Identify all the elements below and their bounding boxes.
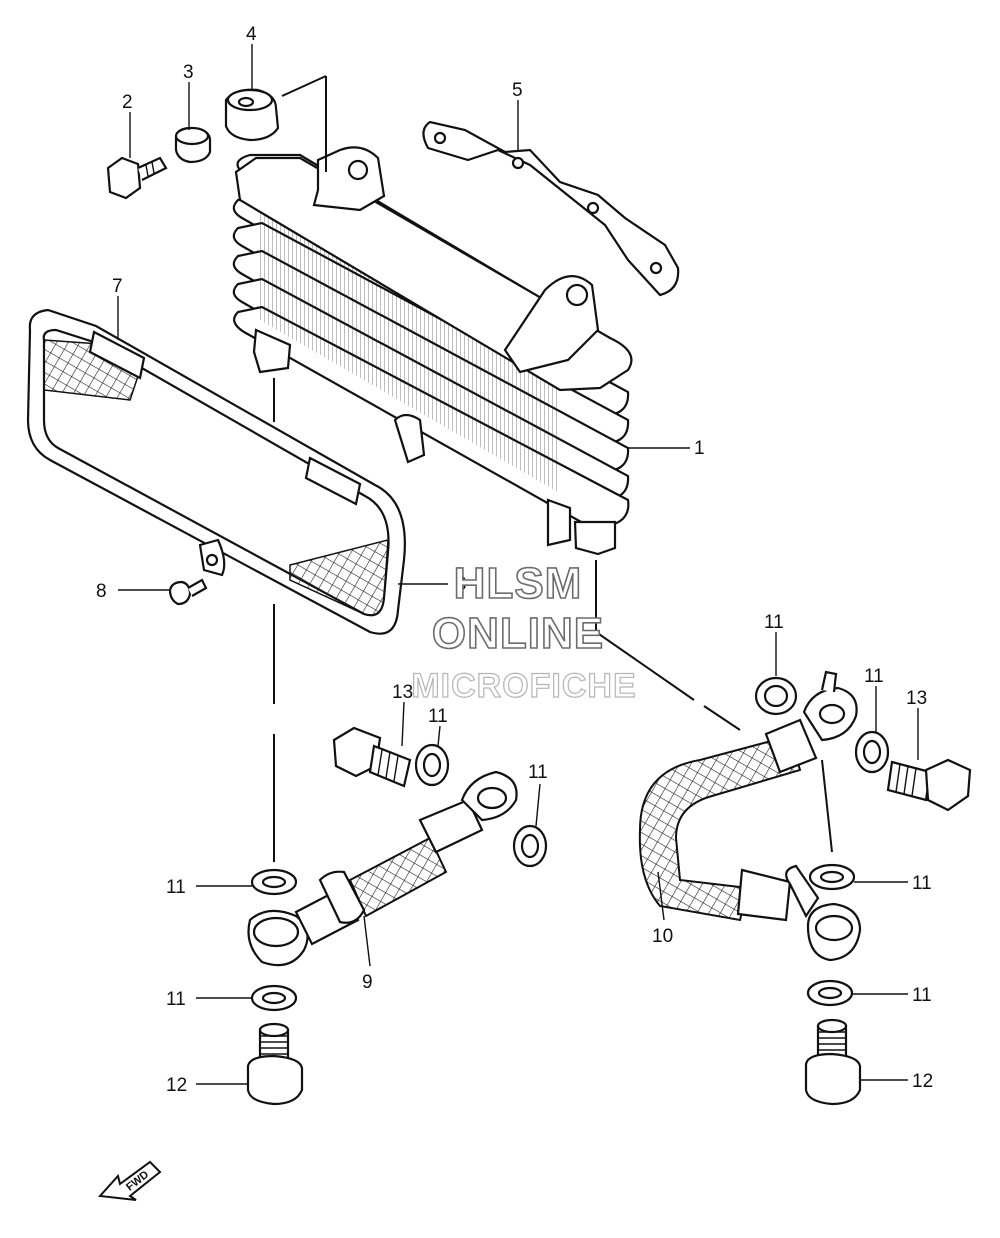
collar-part-3 — [174, 126, 212, 164]
callout-11-f: 11 — [912, 873, 932, 894]
callout-9: 9 — [362, 972, 373, 993]
watermark: HLSM ONLINE MICROFICHE — [411, 558, 637, 705]
watermark-line-1: HLSM — [454, 559, 583, 608]
callout-11-d: 11 — [528, 762, 548, 783]
grille-cover — [26, 308, 406, 635]
callout-1: 1 — [694, 438, 705, 459]
union-bolt-13-right — [886, 758, 972, 812]
callout-8: 8 — [96, 581, 107, 602]
screw-part-8 — [168, 578, 208, 606]
callout-12-b: 12 — [912, 1071, 933, 1092]
callout-11-e: 11 — [166, 877, 186, 898]
callout-3: 3 — [183, 62, 194, 83]
oil-cooler — [232, 146, 633, 556]
callout-11-c: 11 — [428, 706, 448, 727]
cushion-part-4 — [224, 88, 280, 142]
callout-5: 5 — [512, 80, 523, 101]
callout-12-a: 12 — [166, 1075, 187, 1096]
callout-7: 7 — [112, 276, 123, 297]
callouts: 1 2 3 4 5 6 7 8 9 10 11 11 11 11 11 11 1… — [96, 24, 933, 1096]
hose-part-9 — [247, 770, 518, 967]
bolt-part-2 — [106, 156, 168, 200]
hose-part-10 — [638, 670, 862, 962]
watermark-line-3: MICROFICHE — [411, 667, 636, 705]
callout-10: 10 — [652, 926, 673, 947]
callout-11-a: 11 — [764, 612, 784, 633]
fwd-arrow-icon: FWD — [97, 1160, 162, 1201]
callout-11-g: 11 — [166, 989, 186, 1010]
callout-13-b: 13 — [906, 688, 927, 709]
leader-lines — [117, 44, 919, 1085]
washers — [250, 676, 890, 1012]
callout-2: 2 — [122, 92, 133, 113]
callout-13-a: 13 — [392, 682, 413, 703]
callout-11-b: 11 — [864, 666, 884, 687]
callout-11-h: 11 — [912, 985, 932, 1006]
callout-6: 6 — [456, 574, 467, 595]
union-bolt-13-left — [332, 726, 412, 788]
assembly-lines — [273, 75, 833, 862]
union-bolt-12-right — [804, 1018, 862, 1106]
union-bolt-12-left — [246, 1022, 304, 1106]
bracket — [422, 120, 680, 297]
watermark-line-2: ONLINE — [432, 609, 604, 658]
callout-4: 4 — [246, 24, 257, 45]
